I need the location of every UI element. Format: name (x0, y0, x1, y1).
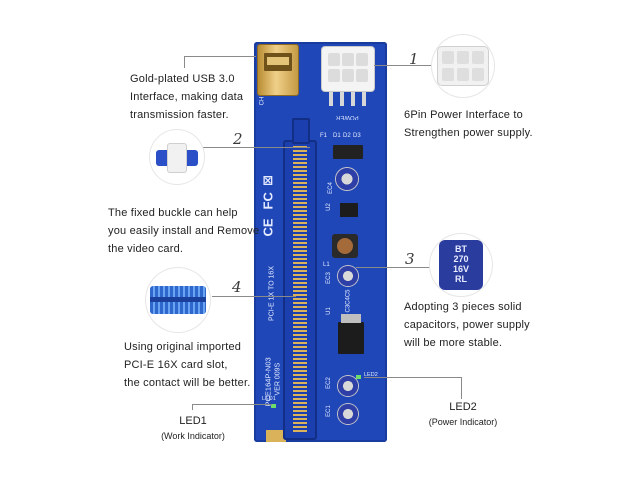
power-header-label: POWER (336, 114, 359, 120)
usb-caption-line-3: transmission faster. (130, 109, 229, 121)
power-caption: 6Pin Power Interface to Strengthen power… (404, 106, 533, 142)
power-callout-line (374, 65, 432, 66)
capacitor-ec4 (336, 168, 358, 190)
slot-callout-line (212, 296, 296, 297)
silkscreen-model: PCE164P-N03 (263, 357, 273, 407)
power-caption-line-2: Strengthen power supply. (404, 127, 533, 139)
silkscreen-ver: VER 009S (274, 362, 282, 396)
smd-chip (333, 145, 363, 159)
caps-caption-line-1: Adopting 3 pieces solid (404, 301, 522, 313)
usb3-connector (258, 45, 298, 95)
label-ec1: EC1 (325, 405, 332, 417)
label-d2: D2 (343, 133, 351, 139)
usb-caption-line-1: Gold-plated USB 3.0 (130, 73, 235, 85)
label-l1: L1 (323, 262, 330, 268)
led2-title: LED2 (449, 401, 477, 413)
callout-number-1: 1 (409, 50, 419, 68)
callout-number-4: 4 (232, 278, 242, 296)
slot-caption-line-2: PCI-E 16X card slot, (124, 359, 228, 371)
label-ec3: EC3 (325, 272, 332, 284)
inductor-l1 (332, 234, 358, 258)
chip-u2 (340, 203, 358, 217)
label-c3c4c5: C3C4C5 (345, 289, 352, 313)
led2-indicator (356, 375, 361, 379)
label-d3: D3 (353, 133, 361, 139)
label-u1: U1 (325, 307, 332, 315)
led1-callout-line (192, 404, 272, 405)
caps-caption-line-3: will be more stable. (404, 337, 503, 349)
label-led1: LED1 (262, 396, 276, 402)
six-pin-power-header (322, 47, 374, 91)
label-ec4: EC4 (327, 182, 334, 194)
regulator-u1 (338, 314, 364, 354)
buckle-caption: The fixed buckle can help you easily ins… (108, 204, 259, 258)
slot-zoom (146, 268, 210, 332)
buckle-caption-line-1: The fixed buckle can help (108, 207, 238, 219)
capacitor-ec2 (338, 376, 358, 396)
usb-caption: Gold-plated USB 3.0 Interface, making da… (130, 70, 243, 124)
callout-number-3: 3 (405, 250, 415, 268)
slot-caption: Using original imported PCI-E 16X card s… (124, 338, 250, 392)
pcie-16x-slot (283, 140, 317, 440)
label-led2: LED2 (364, 372, 378, 378)
label-ec2: EC2 (325, 377, 332, 389)
buckle-caption-line-3: the video card. (108, 243, 184, 255)
slot-buckle (292, 118, 310, 144)
label-ch: CH (259, 96, 266, 106)
label-f1: F1 (320, 133, 328, 139)
pcb-board (254, 42, 387, 442)
usb-caption-line-2: Interface, making data (130, 91, 244, 103)
capacitor-zoom: BT 270 16V RL (430, 234, 492, 296)
six-pin-zoom (432, 35, 494, 97)
led2-callout-line (364, 377, 462, 378)
buckle-zoom (150, 130, 204, 184)
caps-caption-line-2: capacitors, power supply (404, 319, 530, 331)
slot-caption-line-1: Using original imported (124, 341, 242, 353)
cap-mark-rl: RL (455, 274, 467, 284)
capacitor-ec1 (338, 404, 358, 424)
buckle-caption-line-2: you easily install and Remove (108, 225, 260, 237)
cap-mark-bt: BT (455, 244, 467, 254)
caps-caption: Adopting 3 pieces solid capacitors, powe… (404, 298, 530, 352)
led1-title: LED1 (179, 415, 207, 427)
callout-number-2: 2 (233, 130, 243, 148)
board-bottom-edge (266, 430, 286, 442)
label-u2: U2 (325, 203, 332, 211)
cap-mark-270: 270 (453, 254, 469, 264)
label-d1: D1 (333, 133, 341, 139)
buckle-callout-line (202, 147, 310, 148)
caps-callout-line (356, 267, 432, 268)
led1-subtitle: (Work Indicator) (161, 431, 225, 441)
cap-mark-16v: 16V (452, 264, 469, 274)
header-pins (326, 92, 370, 106)
usb-callout-line (184, 56, 185, 68)
power-caption-line-1: 6Pin Power Interface to (404, 109, 523, 121)
led2-subtitle: (Power Indicator) (428, 417, 498, 427)
slot-caption-line-3: the contact will be better. (124, 377, 251, 389)
led2-caption: LED2 (Power Indicator) (418, 400, 508, 430)
led1-indicator (271, 404, 276, 408)
capacitor-ec3 (338, 266, 358, 286)
led1-caption: LED1 (Work Indicator) (150, 414, 236, 444)
